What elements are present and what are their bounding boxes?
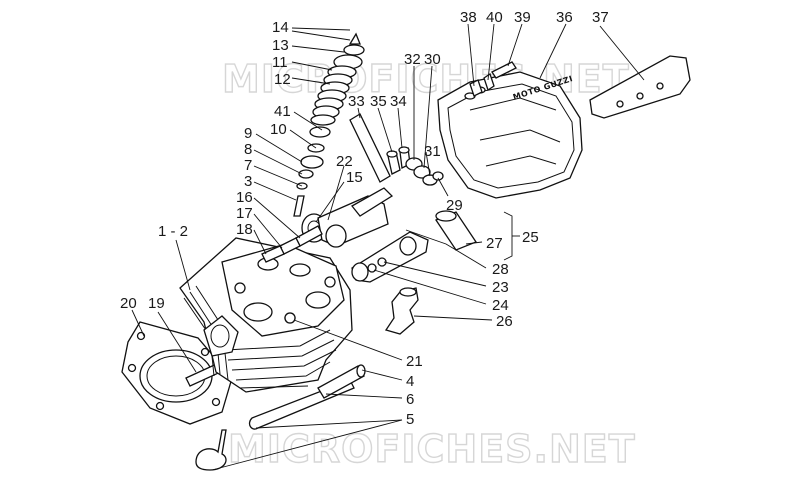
callout-labels: 14 13 11 12 41 10 9 8 7 3 16 17 18 1 - 2… (120, 9, 609, 428)
callout-41: 41 (274, 103, 291, 120)
callout-27: 27 (486, 235, 503, 252)
watermark-bottom: MICROFICHES.NET (228, 427, 636, 471)
callout-30: 30 (424, 51, 441, 68)
leader-lines (131, 23, 645, 471)
callout-31: 31 (424, 143, 441, 160)
callout-7: 7 (244, 157, 252, 174)
head-gasket (121, 321, 233, 425)
callout-22: 22 (336, 153, 353, 170)
callout-19: 19 (148, 295, 165, 312)
callout-26: 26 (496, 313, 513, 330)
callout-39: 39 (514, 9, 531, 26)
rocker-shaft (435, 210, 477, 251)
adjuster-bolts (386, 146, 411, 175)
rocker-arm-lower (351, 231, 429, 283)
callout-13: 13 (272, 37, 289, 54)
callout-29: 29 (446, 197, 463, 214)
callout-36: 36 (556, 9, 573, 26)
support-bracket (384, 287, 419, 335)
rocker-arm-assembly (261, 187, 394, 263)
callout-20: 20 (120, 295, 137, 312)
side-cover-plate (589, 55, 691, 119)
cylinder-head (179, 237, 353, 393)
callout-3: 3 (244, 173, 252, 190)
callout-32: 32 (404, 51, 421, 68)
oring-21 (284, 312, 296, 324)
callout-8: 8 (244, 141, 252, 158)
callout-5: 5 (406, 411, 414, 428)
callout-33: 33 (348, 93, 365, 110)
callout-6: 6 (406, 391, 414, 408)
callout-38: 38 (460, 9, 477, 26)
callout-15: 15 (346, 169, 363, 186)
callout-23: 23 (492, 279, 509, 296)
callout-10: 10 (270, 121, 287, 138)
callout-17: 17 (236, 205, 253, 222)
callout-25: 25 (522, 229, 539, 246)
valve-cover: MOTO GUZZI (437, 71, 583, 199)
callout-35: 35 (370, 93, 387, 110)
callout-18: 18 (236, 221, 253, 238)
callout-9: 9 (244, 125, 252, 142)
callout-21: 21 (406, 353, 423, 370)
callout-40: 40 (486, 9, 503, 26)
callout-11: 11 (272, 54, 288, 71)
valve-guide (317, 364, 366, 399)
callout-1-2: 1 - 2 (158, 223, 188, 240)
valve-spring-assembly (293, 32, 365, 217)
seal-rings (405, 157, 444, 186)
pushrod (349, 113, 391, 183)
callout-4: 4 (406, 373, 414, 390)
callout-37: 37 (592, 9, 609, 26)
cover-bolts (469, 61, 517, 97)
callout-14: 14 (272, 19, 289, 36)
callout-28: 28 (492, 261, 509, 278)
callout-12: 12 (274, 71, 291, 88)
callout-16: 16 (236, 189, 253, 206)
callout-34: 34 (390, 93, 407, 110)
callout-24: 24 (492, 297, 509, 314)
